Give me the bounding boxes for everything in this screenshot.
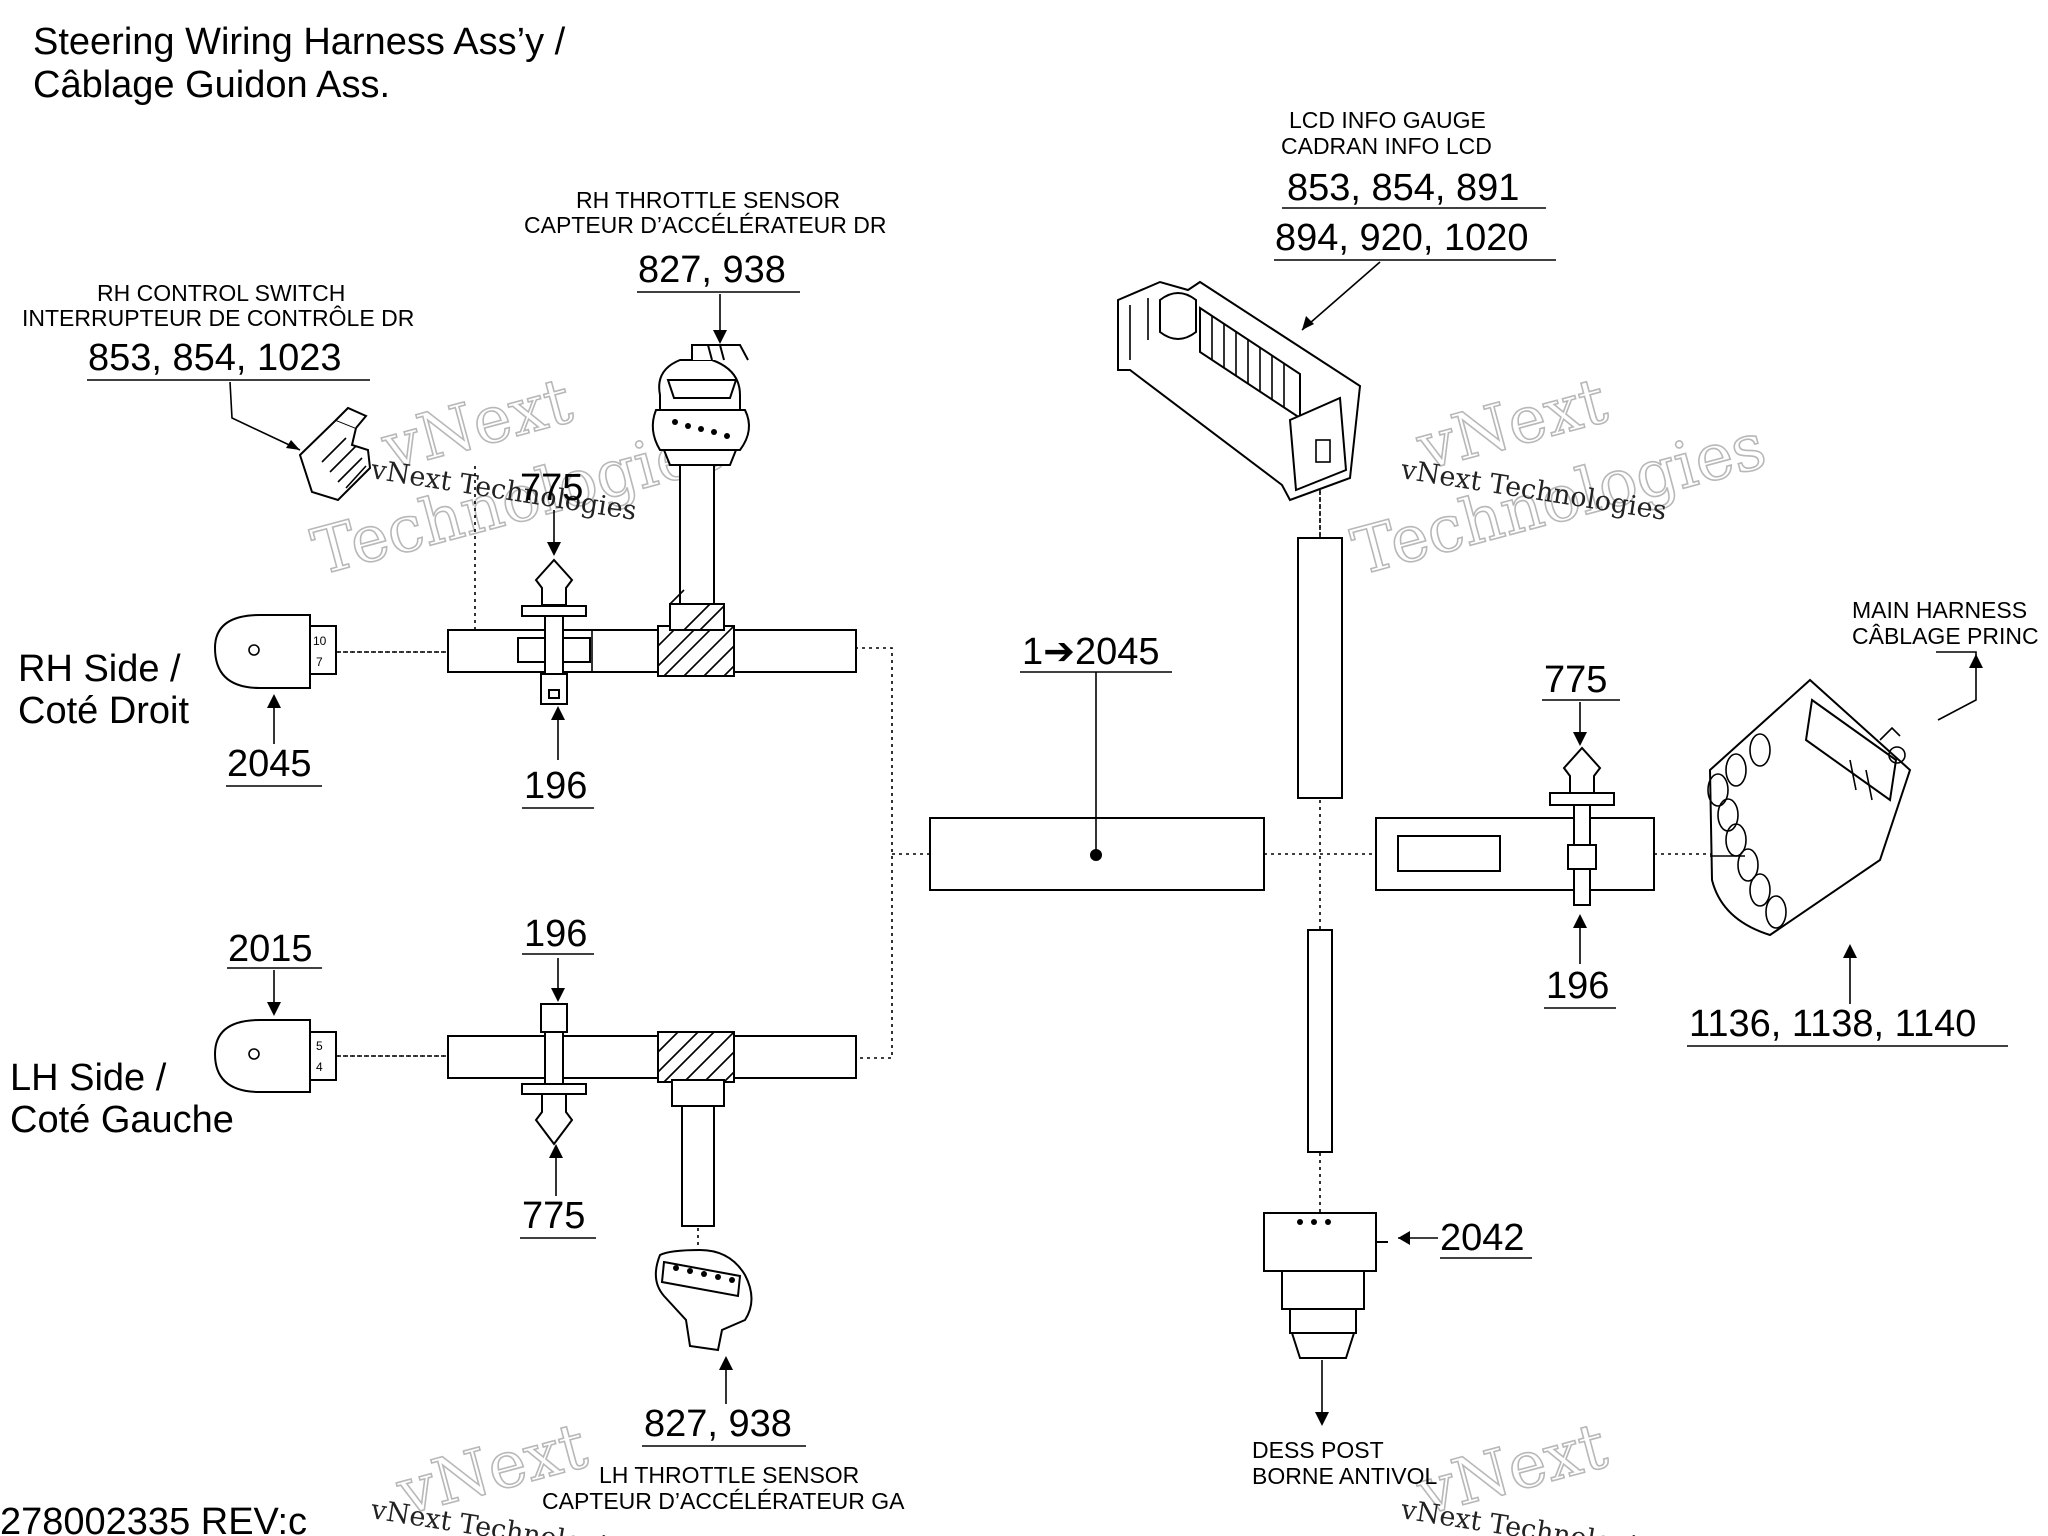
diagram-title-fr: Câblage Guidon Ass. [33, 64, 390, 106]
lcd-parts-1: 853, 854, 891 [1287, 167, 1519, 209]
rh-grip-pin-bottom: 7 [316, 655, 323, 669]
rh-harness-sleeve [447, 629, 857, 673]
harness-ref-label: 1➔2045 [1022, 631, 1160, 673]
rh-branch [447, 464, 857, 705]
callout-rh-clip: 775 [520, 467, 583, 509]
callout-main-clip: 775 [1544, 659, 1607, 701]
lcd-parts-2: 894, 920, 1020 [1275, 217, 1529, 259]
lh-cable-tie [521, 1003, 587, 1095]
rh-grip-pin-top: 10 [313, 634, 327, 648]
lh-grip-pin-bottom: 4 [316, 1060, 323, 1074]
diagram-title-en: Steering Wiring Harness Ass’y / [33, 21, 566, 63]
lh-branch [447, 1003, 857, 1227]
document-number: 278002335 REV:c [0, 1501, 307, 1536]
lcd-label-en: LCD INFO GAUGE [1289, 107, 1486, 133]
main-harness-label-en: MAIN HARNESS [1852, 597, 2027, 623]
callout-main-tie: 196 [1546, 965, 1609, 1007]
lh-throttle-label-en: LH THROTTLE SENSOR [599, 1462, 859, 1488]
rh-control-parts: 853, 854, 1023 [88, 337, 342, 379]
callout-lh-tie: 196 [524, 913, 587, 955]
rh-throttle-connector [651, 344, 750, 466]
main-harness-label-fr: CÂBLAGE PRINC [1852, 623, 2039, 649]
lcd-branch-sleeve [1297, 537, 1343, 799]
rh-cable-tie [517, 613, 591, 705]
main-harness-parts: 1136, 1138, 1140 [1689, 1003, 1976, 1045]
rh-throttle-lead [679, 464, 715, 628]
lh-throttle-parts: 827, 938 [644, 1403, 792, 1445]
dess-label-en: DESS POST [1252, 1437, 1384, 1463]
main-branch-clip [1549, 746, 1615, 906]
lcd-gauge-connector [1117, 280, 1362, 538]
central-harness: 1➔2045 [310, 466, 1745, 1245]
rh-throttle-label-en: RH THROTTLE SENSOR [576, 187, 840, 213]
rh-throttle-parts: 827, 938 [638, 249, 786, 291]
main-branch-label-window [1397, 835, 1501, 872]
rh-grip-connector: 10 7 [213, 614, 448, 689]
rh-hatched-junction [657, 625, 735, 677]
dess-post-connector [1263, 1212, 1388, 1359]
leader-lines [229, 261, 1983, 1426]
lh-harness-sleeve [447, 1035, 857, 1079]
callout-rh-tie: 196 [524, 765, 587, 807]
lh-grip-connector: 5 4 [213, 1019, 448, 1093]
rh-side-label-en: RH Side / [18, 648, 181, 690]
callout-rh-grip: 2045 [227, 743, 312, 785]
dess-ref: 2042 [1440, 1217, 1525, 1259]
lcd-label-fr: CADRAN INFO LCD [1281, 133, 1492, 159]
rh-throttle-label-fr: CAPTEUR D’ACCÉLÉRATEUR DR [524, 212, 887, 238]
lh-grip-pin-top: 5 [316, 1039, 323, 1053]
lh-hatched-junction [657, 1031, 735, 1083]
rh-push-clip [521, 558, 587, 617]
rh-side-label-fr: Coté Droit [18, 690, 189, 732]
lh-side-label-fr: Coté Gauche [10, 1099, 234, 1141]
callout-lh-clip: 775 [522, 1195, 585, 1237]
callout-lh-grip: 2015 [228, 928, 313, 970]
lh-throttle-label-fr: CAPTEUR D’ACCÉLÉRATEUR GA [542, 1488, 905, 1514]
lh-push-clip [534, 1093, 574, 1146]
main-harness-connector [1707, 678, 1912, 937]
lh-side-label-en: LH Side / [10, 1057, 167, 1099]
rh-control-label-fr: INTERRUPTEUR DE CONTRÔLE DR [22, 304, 414, 331]
rh-control-label-en: RH CONTROL SWITCH [97, 280, 345, 306]
rh-control-switch-connector [298, 406, 372, 502]
dess-branch-sleeve [1307, 929, 1333, 1153]
dess-label-fr: BORNE ANTIVOL [1252, 1463, 1438, 1489]
lh-throttle-connector [654, 1248, 753, 1352]
